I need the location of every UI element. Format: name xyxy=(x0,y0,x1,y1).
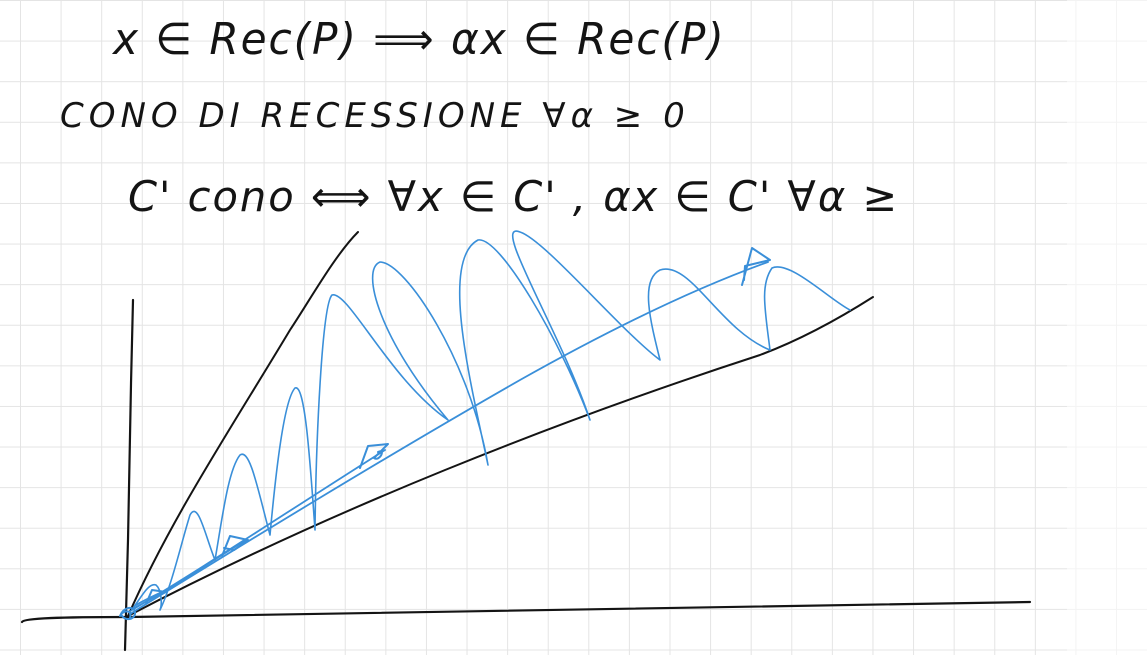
x-axis xyxy=(20,600,1032,624)
y-axis xyxy=(123,298,135,652)
origin-mark xyxy=(119,606,137,620)
direction-arrow-long xyxy=(129,261,769,615)
cone-lower-boundary xyxy=(127,296,874,617)
cone-definition-line: C' cono ⟺ ∀x ∈ C' , αx ∈ C' ∀α ≥ xyxy=(128,172,900,221)
direction-arrow-long-tip xyxy=(741,247,771,286)
cone-shading-scribble xyxy=(129,230,851,613)
recession-implication-line: x ∈ Rec(P) ⟹ αx ∈ Rec(P) xyxy=(113,14,726,65)
recession-cone-heading: CONO DI RECESSIONE ∀α ≥ 0 xyxy=(60,96,690,136)
direction-arrow-short-tip xyxy=(221,535,249,557)
right-margin-strip xyxy=(1067,0,1147,655)
direction-arrow-tiny-tip xyxy=(145,589,167,605)
cone-upper-boundary xyxy=(127,231,359,617)
direction-arrow-medium-tip xyxy=(359,443,389,469)
